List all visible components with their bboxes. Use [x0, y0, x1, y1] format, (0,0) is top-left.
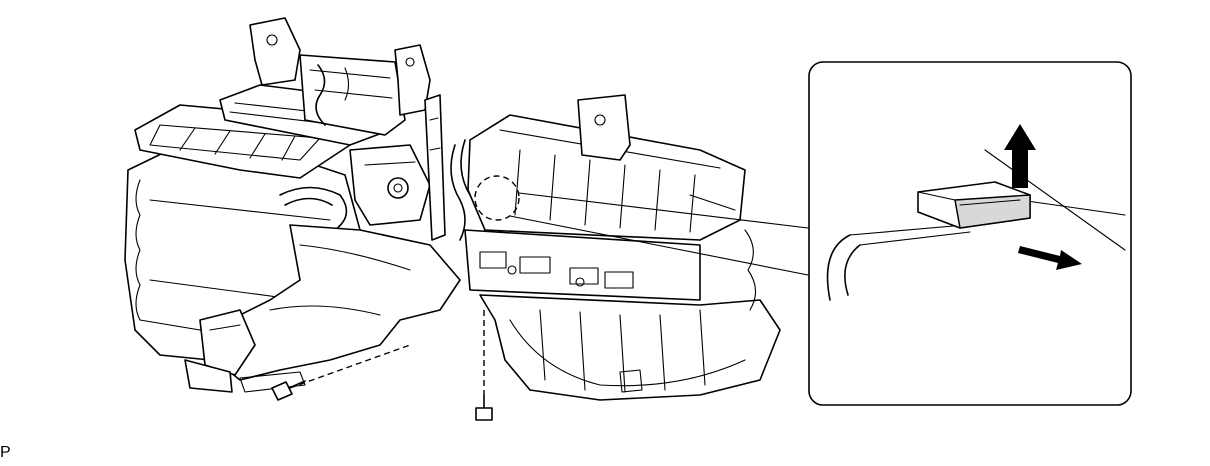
arrow-right-icon [1018, 246, 1082, 270]
callout-leader-top [518, 192, 809, 229]
detail-zoom-box [808, 61, 1132, 406]
blower-housing [450, 94, 781, 401]
detail-callout-circle [474, 175, 520, 221]
upper-bracket [249, 17, 431, 136]
screw-bottom-icon [475, 310, 493, 421]
lower-duct [184, 224, 461, 393]
arrow-up-icon [1004, 124, 1036, 188]
screw-left-icon [271, 344, 411, 401]
center-actuator [279, 94, 446, 241]
callout-leader-bottom [509, 215, 809, 276]
corner-label: P [0, 444, 11, 461]
